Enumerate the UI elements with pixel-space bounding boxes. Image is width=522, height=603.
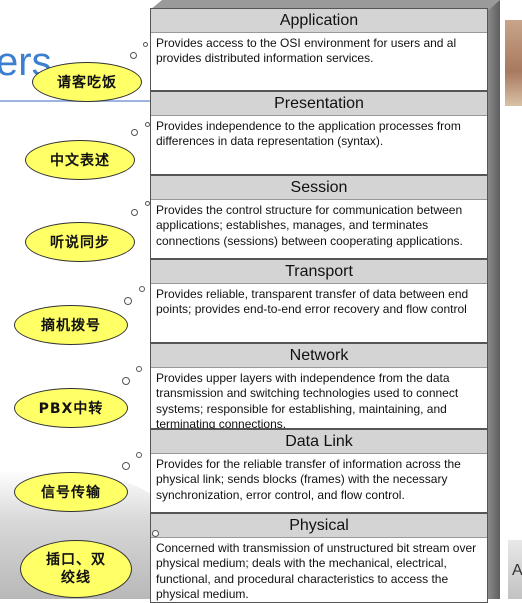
layer-title: Application (151, 9, 487, 33)
connector-ring (131, 129, 138, 136)
layer-description: Provides access to the OSI environment f… (156, 36, 457, 66)
layer-description: Provides reliable, transparent transfer … (156, 287, 469, 317)
layer-network: Network Provides upper layers with indep… (150, 343, 488, 431)
connector-ring (124, 297, 132, 305)
callout-presentation: 中文表述 (25, 140, 135, 180)
callout-application: 请客吃饭 (32, 62, 142, 102)
stack-side-face (488, 0, 500, 599)
layer-description: Provides the control structure for commu… (156, 203, 463, 248)
connector-ring (136, 452, 142, 458)
layer-description: Concerned with transmission of unstructu… (156, 541, 477, 601)
layer-application: Application Provides access to the OSI e… (150, 8, 488, 91)
layer-physical: Physical Concerned with transmission of … (150, 513, 488, 603)
callout-physical: 插口、双 绞线 (20, 540, 132, 598)
layer-title: Network (151, 344, 487, 368)
layer-title: Physical (151, 514, 487, 538)
callout-data-link: 信号传输 (14, 472, 128, 512)
stack-top-face (150, 0, 500, 10)
layer-presentation: Presentation Provides independence to th… (150, 91, 488, 175)
connector-ring (122, 377, 130, 385)
layer-data-link: Data Link Provides for the reliable tran… (150, 429, 488, 513)
layer-title: Session (151, 176, 487, 200)
layer-title: Transport (151, 260, 487, 284)
connector-ring (143, 42, 148, 47)
background-swoosh-right (508, 540, 522, 599)
callout-transport: 摘机拨号 (14, 305, 128, 345)
layer-transport: Transport Provides reliable, transparent… (150, 259, 488, 343)
background-corner-letter: A (512, 562, 522, 579)
osi-layer-stack: Application Provides access to the OSI e… (150, 0, 488, 603)
connector-ring (145, 201, 150, 206)
connector-ring (131, 209, 138, 216)
connector-ring (130, 52, 137, 59)
connector-ring (152, 530, 159, 537)
connector-ring (145, 122, 150, 127)
background-photo-edge (505, 20, 522, 106)
layer-description: Provides independence to the application… (156, 119, 461, 149)
callout-network: PBX中转 (14, 388, 128, 428)
layer-session: Session Provides the control structure f… (150, 175, 488, 259)
layer-title: Presentation (151, 92, 487, 116)
callout-session: 听说同步 (25, 222, 135, 262)
connector-ring (139, 286, 145, 292)
connector-ring (136, 366, 142, 372)
connector-ring (122, 462, 130, 470)
layer-description: Provides for the reliable transfer of in… (156, 457, 461, 502)
layer-title: Data Link (151, 430, 487, 454)
layer-description: Provides upper layers with independence … (156, 371, 459, 431)
